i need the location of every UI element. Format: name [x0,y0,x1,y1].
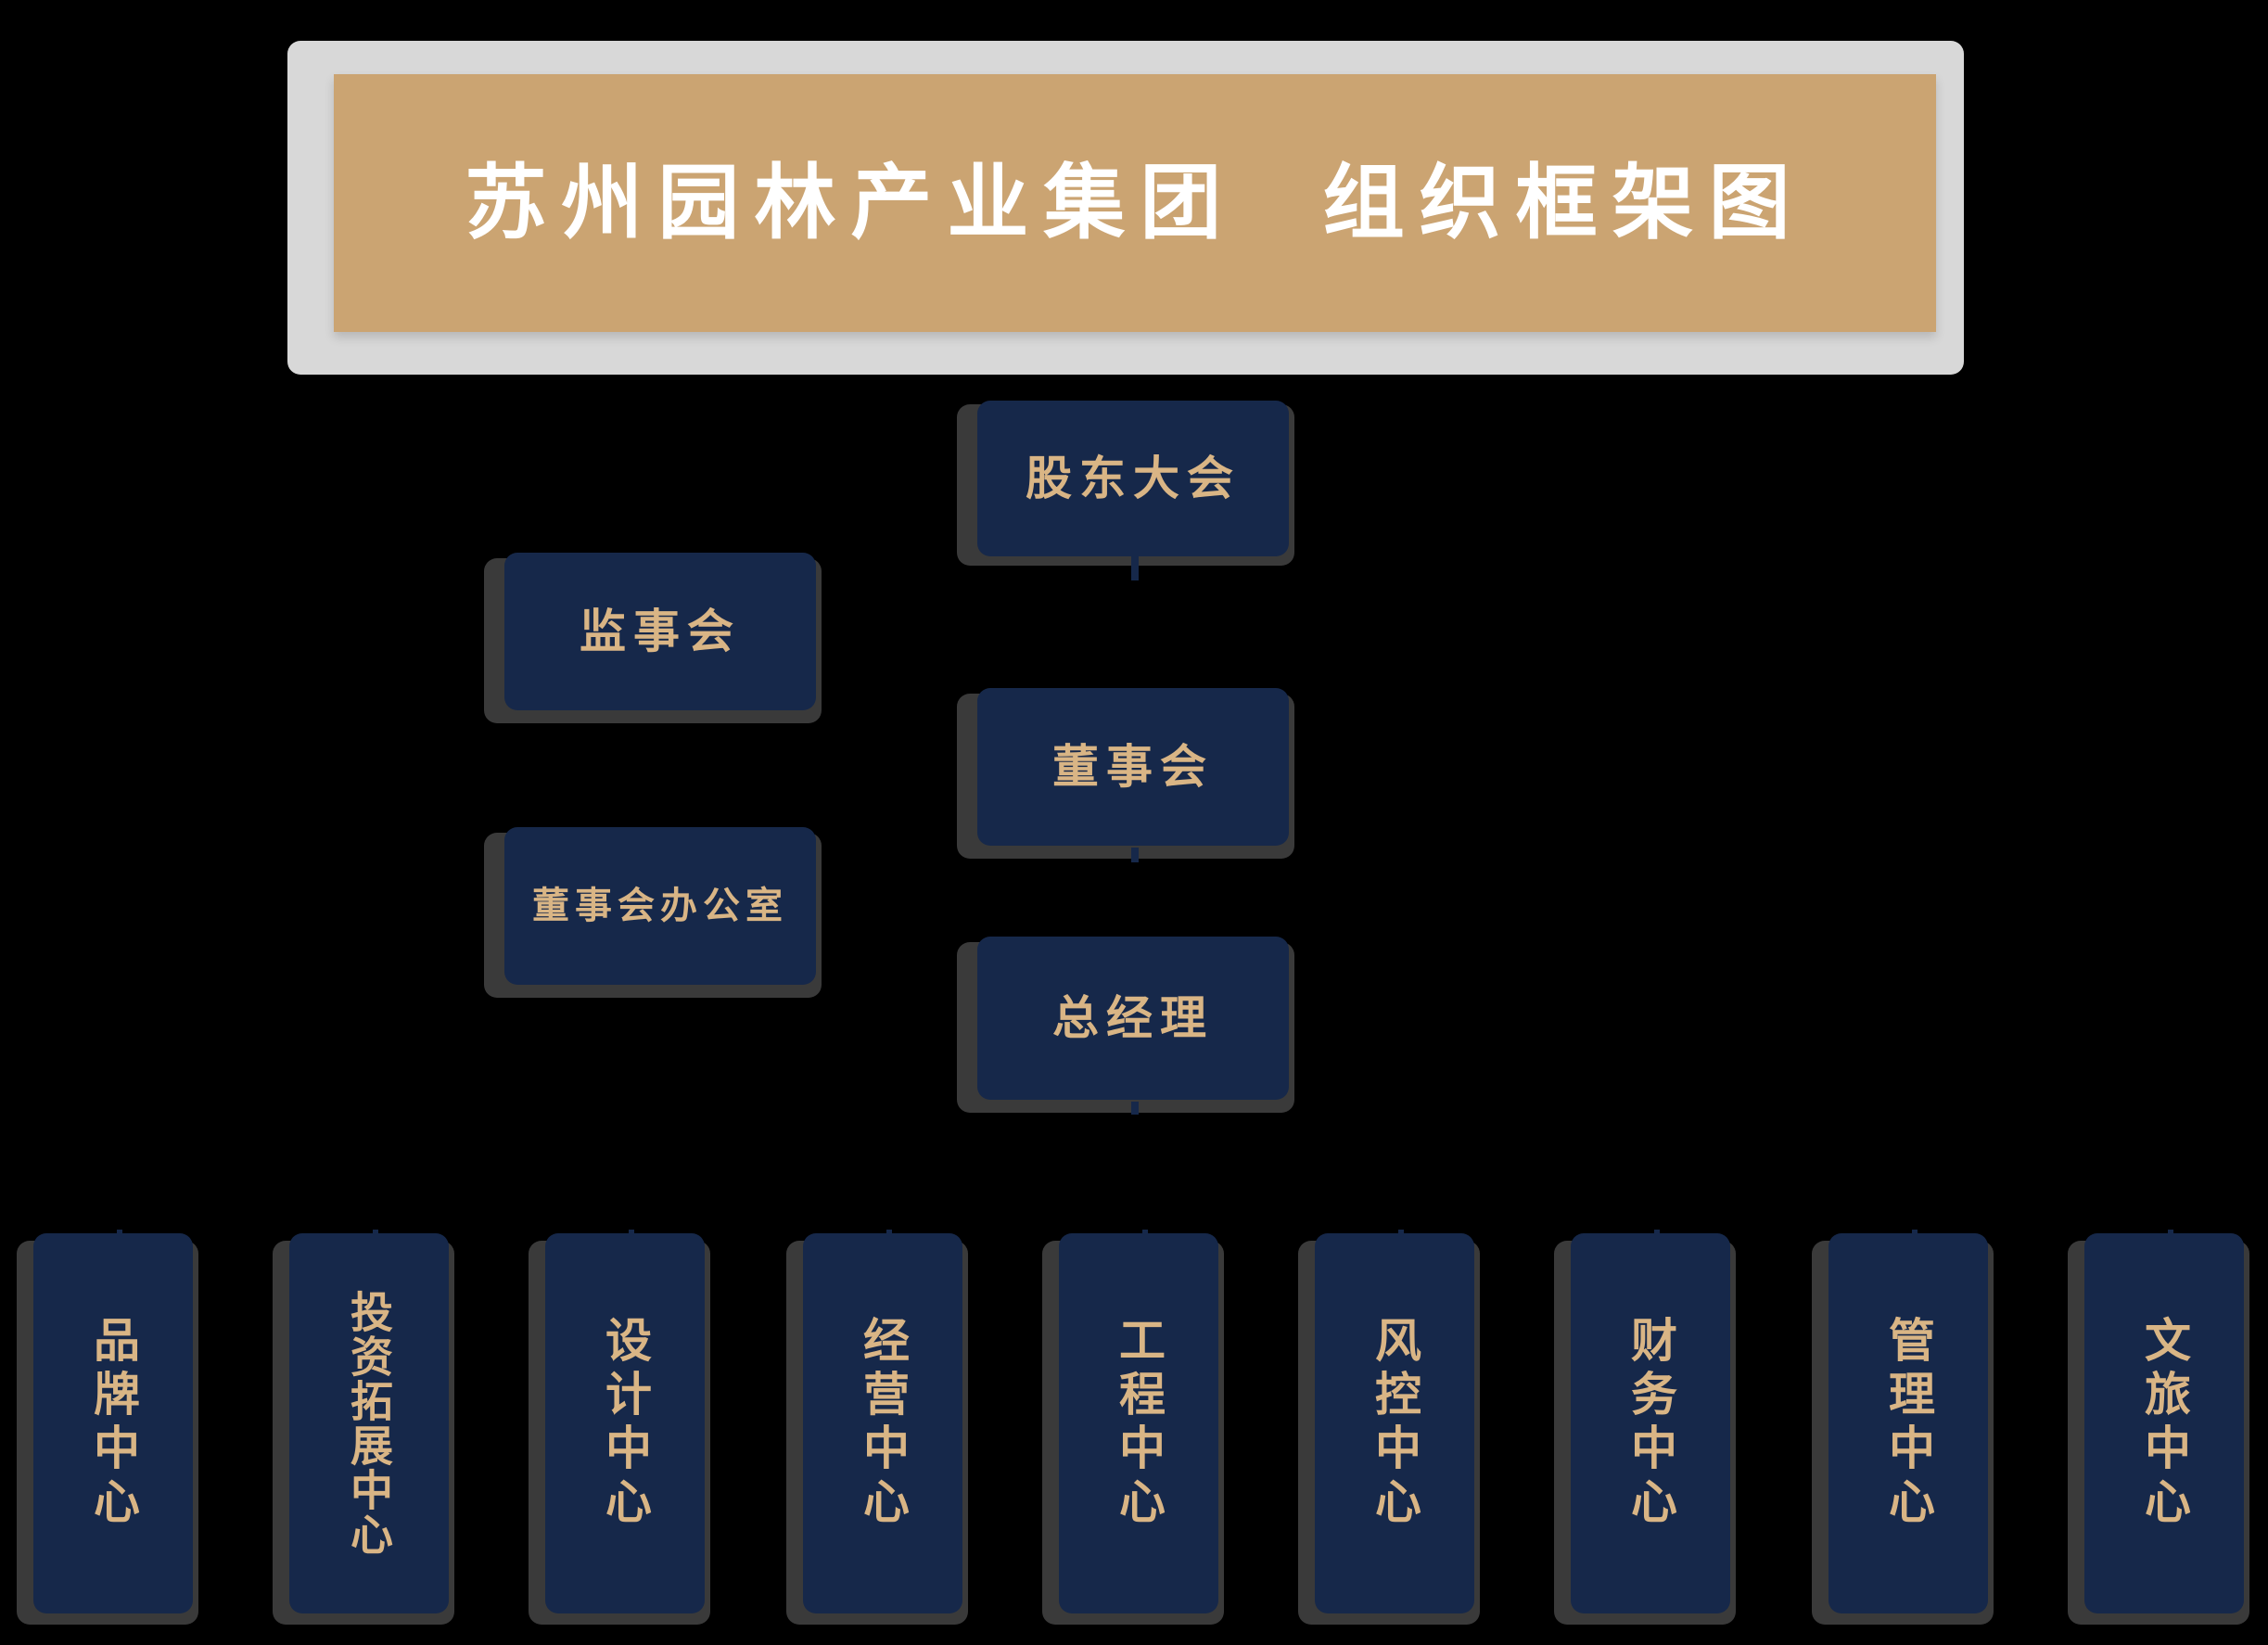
center-label: 风控中心 [1368,1316,1421,1531]
center-card: 管理中心 [1812,1233,1994,1625]
center-label: 财务中心 [1624,1316,1677,1531]
connector-shareholders-board [1131,556,1139,580]
connector-board-gm [1131,848,1139,862]
node-board: 董事会 [957,688,1294,859]
center-connector [886,1230,892,1243]
center-label: 投资拓展中心 [344,1290,394,1557]
node-shareholders: 股东大会 [957,401,1294,566]
center-card: 经营中心 [786,1233,968,1625]
node-supervisors: 监事会 [484,553,822,723]
node-board-office: 董事会办公室 [484,827,822,998]
center-card: 工程中心 [1042,1233,1224,1625]
center-connector [629,1230,634,1243]
node-general-manager: 总经理 [957,937,1294,1113]
center-card: 品牌中心 [17,1233,198,1625]
center-label: 经营中心 [856,1316,910,1531]
title-banner: 苏州园林产业集团 组织框架图 [334,74,1936,332]
center-label: 品牌中心 [86,1316,140,1531]
node-supervisors-label: 监事会 [580,605,741,658]
connector-gm-down [1131,1102,1139,1115]
center-label: 管理中心 [1881,1316,1935,1531]
page-title: 苏州园林产业集团 组织框架图 [465,155,1805,250]
center-card: 投资拓展中心 [273,1233,454,1625]
center-connector [1142,1230,1148,1243]
center-connector [373,1230,378,1243]
node-board-office-label: 董事会办公室 [532,885,788,927]
center-card: 风控中心 [1298,1233,1480,1625]
center-connector [117,1230,122,1243]
node-general-manager-label: 总经理 [1052,991,1214,1045]
center-card: 文旅中心 [2068,1233,2249,1625]
center-card: 设计中心 [529,1233,710,1625]
center-connector [1654,1230,1660,1243]
center-connector [1912,1230,1918,1243]
center-connector [2168,1230,2173,1243]
center-connector [1398,1230,1404,1243]
node-board-label: 董事会 [1052,740,1214,794]
center-label: 设计中心 [598,1316,652,1531]
node-shareholders-label: 股东大会 [1026,452,1241,505]
center-label: 文旅中心 [2137,1316,2191,1531]
center-card: 财务中心 [1554,1233,1736,1625]
center-label: 工程中心 [1112,1316,1166,1531]
